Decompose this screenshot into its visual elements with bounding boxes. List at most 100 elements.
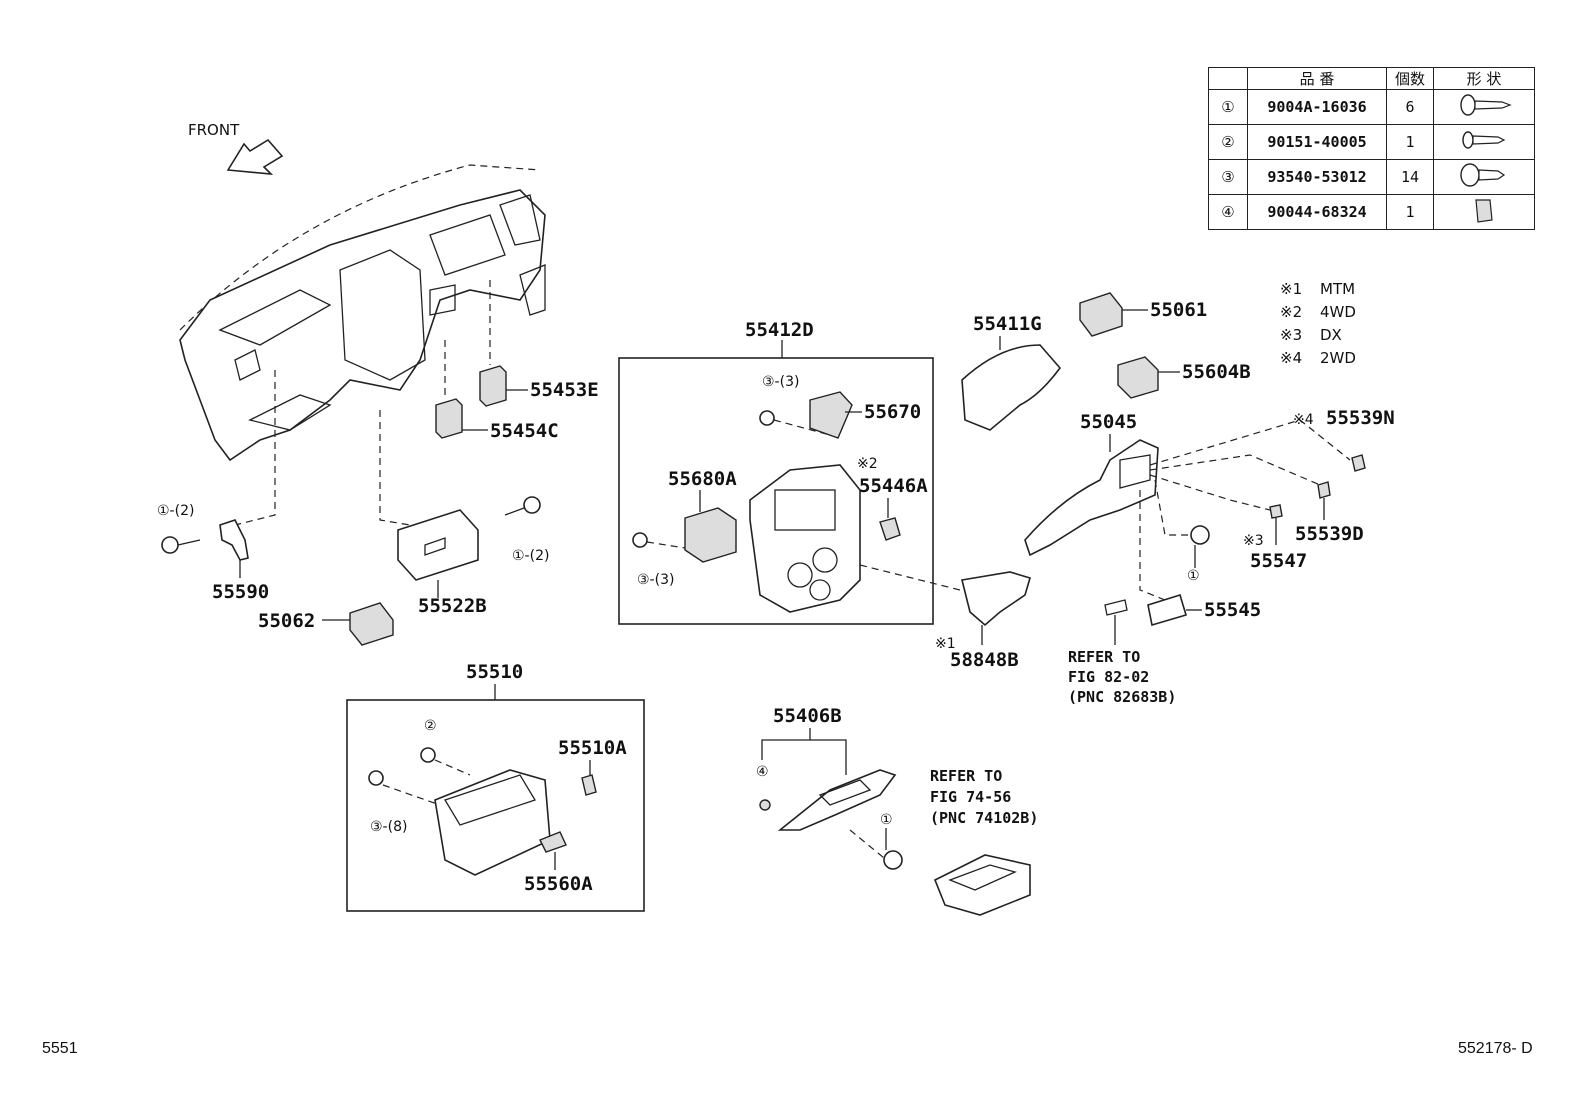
center-cluster-panel xyxy=(749,464,861,613)
part-55446A-shape xyxy=(879,517,901,541)
refer-1-line1: REFER TO xyxy=(1068,648,1140,666)
part-label-55406B: 55406B xyxy=(773,705,842,727)
callout-1-2-left: ①-(2) xyxy=(157,503,194,519)
group-box-55412D xyxy=(618,357,934,625)
legend-header-row: 品 番 個数 形 状 xyxy=(1208,67,1535,90)
part-55670-shape xyxy=(809,391,853,439)
screw-icon xyxy=(759,410,775,426)
note-text: MTM xyxy=(1320,280,1355,298)
legend-key: ③ xyxy=(1208,159,1248,195)
legend-key: ① xyxy=(1208,89,1248,125)
callout-4: ④ xyxy=(756,764,769,780)
notes-list: ※1 MTM ※2 4WD ※3 DX ※4 2WD xyxy=(1280,280,1356,367)
legend-key: ② xyxy=(1208,124,1248,160)
part-55061-shape xyxy=(1079,292,1123,337)
note-text: DX xyxy=(1320,326,1342,344)
note-mark: ※1 xyxy=(1280,280,1302,298)
part-55411G-shape xyxy=(961,344,1062,431)
screw-icon xyxy=(523,496,541,514)
part-55045-shape xyxy=(1024,439,1159,557)
part-label-55539D: 55539D xyxy=(1295,523,1364,545)
callout-3-3-bottom: ③-(3) xyxy=(637,572,674,588)
note-text: 2WD xyxy=(1320,349,1356,367)
part-55453E-shape xyxy=(479,365,507,407)
note-mark-4: ※4 xyxy=(1293,412,1314,428)
part-label-55539N: 55539N xyxy=(1326,407,1395,429)
part-label-55061: 55061 xyxy=(1150,299,1207,321)
part-label-55522B: 55522B xyxy=(418,595,487,617)
dashboard-assembly xyxy=(179,164,546,462)
legend-row: ① 9004A-16036 6 xyxy=(1208,89,1535,125)
part-55522B-shape xyxy=(397,509,479,581)
part-55539D-shape xyxy=(1317,481,1331,499)
legend-qty: 6 xyxy=(1386,89,1434,125)
fastener-shape-icon xyxy=(1433,159,1535,195)
part-label-55446A: 55446A xyxy=(859,475,928,497)
legend-qty: 14 xyxy=(1386,159,1434,195)
footer-left-code: 5551 xyxy=(42,1040,78,1057)
screw-icon xyxy=(420,747,436,763)
part-label-55547: 55547 xyxy=(1250,550,1307,572)
note-mark: ※4 xyxy=(1280,349,1302,367)
group-box-55510 xyxy=(346,699,645,912)
legend-part-number: 90151-40005 xyxy=(1247,124,1387,160)
refer-2-line1: REFER TO xyxy=(930,767,1002,785)
legend-header: 品 番 xyxy=(1247,67,1387,90)
callout-3-8: ③-(8) xyxy=(370,819,407,835)
part-label-55062: 55062 xyxy=(258,610,315,632)
legend-part-number: 93540-53012 xyxy=(1247,159,1387,195)
refer-1-line2: FIG 82-02 xyxy=(1068,668,1149,686)
part-label-55045: 55045 xyxy=(1080,411,1137,433)
legend-part-number: 90044-68324 xyxy=(1247,194,1387,230)
fastener-shape-icon xyxy=(1433,124,1535,160)
part-55545-shape xyxy=(1147,593,1187,627)
callout-1-right: ① xyxy=(1187,568,1200,584)
part-55547-shape xyxy=(1269,504,1283,519)
part-label-55411G: 55411G xyxy=(973,313,1042,335)
part-55454C-shape xyxy=(435,398,463,439)
screw-icon xyxy=(368,770,384,786)
refer-part-shape xyxy=(1104,599,1128,616)
front-arrow-icon xyxy=(226,138,284,176)
screw-icon xyxy=(883,850,903,870)
part-55510A-shape xyxy=(581,774,597,796)
footer-right-code: 552178- D xyxy=(1458,1040,1533,1057)
note-text: 4WD xyxy=(1320,303,1356,321)
callout-2: ② xyxy=(424,718,437,734)
part-55560A-shape xyxy=(539,831,567,853)
part-55510-shape xyxy=(434,769,551,876)
part-55680A-shape xyxy=(684,507,737,563)
note-mark: ※3 xyxy=(1280,326,1302,344)
fastener-shape-icon xyxy=(1433,194,1535,230)
part-55604B-shape xyxy=(1117,356,1159,399)
screw-icon xyxy=(1190,525,1210,545)
legend-header: 個数 xyxy=(1386,67,1434,90)
part-label-55670: 55670 xyxy=(864,401,921,423)
callout-3-3-top: ③-(3) xyxy=(762,374,799,390)
part-label-55545: 55545 xyxy=(1204,599,1261,621)
part-55590-shape xyxy=(219,519,249,561)
legend-qty: 1 xyxy=(1386,124,1434,160)
legend-row: ④ 90044-68324 1 xyxy=(1208,194,1535,230)
legend-key: ④ xyxy=(1208,194,1248,230)
part-label-55590: 55590 xyxy=(212,581,269,603)
part-55062-shape xyxy=(349,602,394,646)
part-label-58848B: 58848B xyxy=(950,649,1019,671)
legend-row: ③ 93540-53012 14 xyxy=(1208,159,1535,195)
legend-part-number: 9004A-16036 xyxy=(1247,89,1387,125)
note-mark: ※2 xyxy=(1280,303,1302,321)
part-55406B-shape xyxy=(777,769,897,831)
fastener-legend-table: 品 番 個数 形 状 ① 9004A-16036 6 ② 90151-40005… xyxy=(1208,67,1535,230)
part-label-55604B: 55604B xyxy=(1182,361,1251,383)
part-label-55680A: 55680A xyxy=(668,468,737,490)
legend-qty: 1 xyxy=(1386,194,1434,230)
note-mark-1: ※1 xyxy=(935,636,956,652)
screw-icon xyxy=(161,536,179,554)
front-label: FRONT xyxy=(188,121,240,139)
screw-icon xyxy=(632,532,648,548)
part-label-55560A: 55560A xyxy=(524,873,593,895)
legend-header: 形 状 xyxy=(1433,67,1535,90)
clip-icon xyxy=(759,799,771,811)
part-58848B-shape xyxy=(961,571,1031,627)
